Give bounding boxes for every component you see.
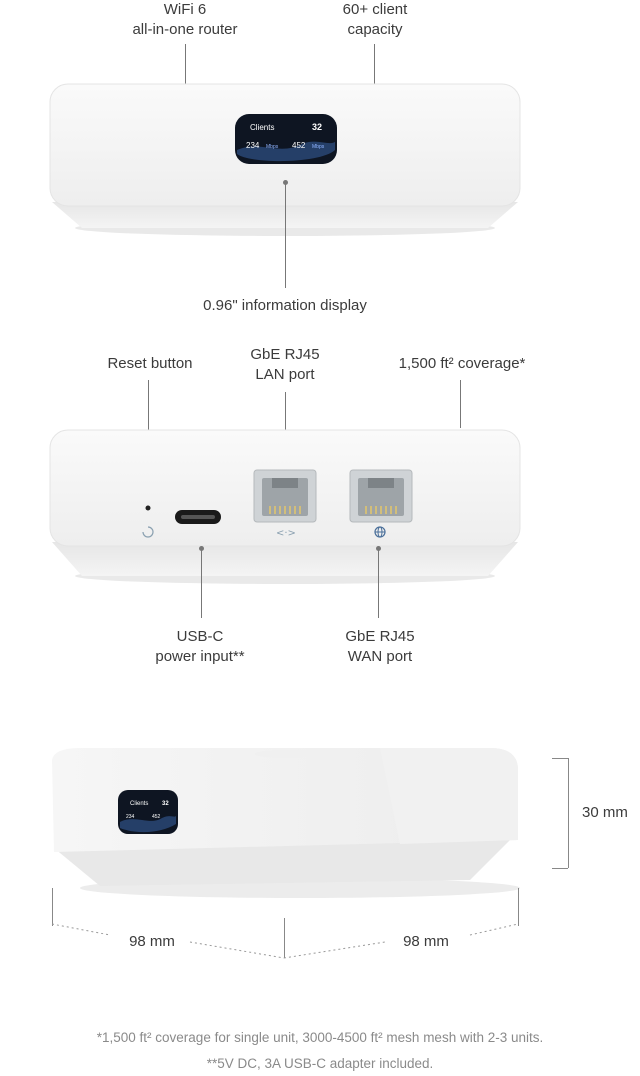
router-perspective-view: Clients 32 234 452: [52, 748, 520, 898]
screen-up-angled: 452: [152, 814, 161, 820]
leader-line-display: [285, 182, 286, 288]
screen-down-unit: Mbps: [266, 144, 279, 150]
wan-port: [349, 469, 413, 523]
info-display-angled: Clients 32 234 452: [118, 790, 178, 834]
globe-icon: [374, 526, 386, 538]
leader-line-usb: [201, 548, 202, 618]
height-bracket-top: [552, 758, 568, 759]
leader-dot-display: [283, 180, 288, 185]
client-capacity-label: 60+ client capacity: [342, 1, 408, 38]
height-dimension-label: 30 mm: [582, 804, 628, 821]
width-tick-center: [284, 918, 285, 958]
width-dimension-right-label: 98 mm: [403, 933, 449, 950]
width-tick-right: [518, 888, 519, 926]
leader-line-capacity: [374, 44, 375, 84]
width-dimension-left-label: 98 mm: [129, 933, 175, 950]
footnote-adapter: **5V DC, 3A USB-C adapter included.: [206, 1056, 434, 1071]
screen-down: 234: [246, 141, 260, 150]
wifi-label: WiFi 6 all-in-one router: [132, 1, 238, 38]
height-bracket-bottom: [552, 868, 568, 869]
screen-down-angled: 234: [126, 814, 135, 820]
reset-pinhole: [145, 505, 151, 511]
screen-count: 32: [312, 122, 322, 132]
screen-up: 452: [292, 141, 306, 150]
width-tick-left: [52, 888, 53, 926]
info-display-label: 0.96" information display: [203, 297, 367, 314]
reset-button-label: Reset button: [107, 355, 193, 372]
usb-c-label: USB-C power input**: [155, 628, 245, 665]
leader-dot-wan: [376, 546, 381, 551]
leader-line-coverage: [460, 380, 461, 428]
svg-text:<·>: <·>: [276, 528, 296, 539]
screen-count-angled: 32: [162, 801, 169, 807]
lan-icon: <·>: [276, 528, 296, 539]
leader-line-wan: [378, 548, 379, 618]
lan-port-label: GbE RJ45 LAN port: [250, 346, 320, 383]
reset-icon: [142, 526, 154, 538]
router-front-view: Clients 32 234 Mbps 452 Mbps: [49, 83, 521, 236]
wan-port-label: GbE RJ45 WAN port: [345, 628, 415, 665]
screen-up-unit: Mbps: [312, 144, 325, 150]
info-display: Clients 32 234 Mbps 452 Mbps: [235, 114, 337, 164]
router-back-view: <·>: [49, 429, 521, 584]
width-dimension-dashes: [51, 923, 519, 959]
height-bracket-side: [568, 758, 569, 868]
screen-title: Clients: [250, 123, 274, 132]
lan-port: [253, 469, 317, 523]
footnote-coverage: *1,500 ft² coverage for single unit, 300…: [96, 1030, 544, 1045]
screen-title-angled: Clients: [130, 801, 148, 807]
coverage-label: 1,500 ft² coverage*: [398, 355, 526, 372]
leader-line-wifi: [185, 44, 186, 84]
leader-dot-usb: [199, 546, 204, 551]
